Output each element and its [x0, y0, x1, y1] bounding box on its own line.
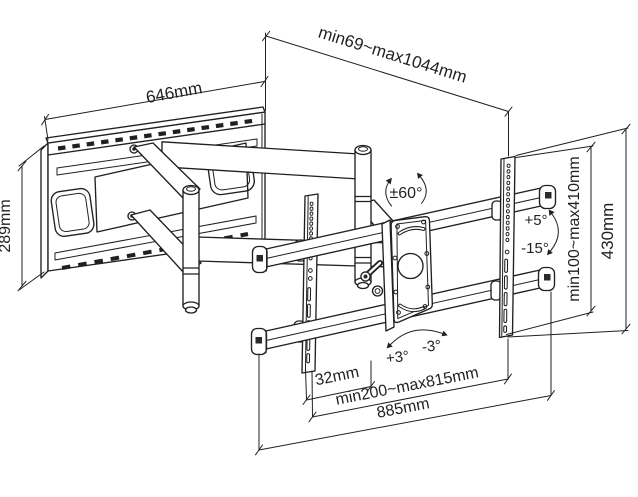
- dim-vertical-adjust: min100~max410mm: [506, 141, 596, 335]
- dim-arm-extension: min69~max1044mm: [262, 23, 513, 157]
- vesa-plate: [381, 215, 434, 332]
- dim-plate-height: 289mm: [0, 145, 45, 292]
- tension-knob: [371, 285, 384, 297]
- annotation-level-ccw-label: -3°: [421, 337, 442, 356]
- dim-plate-width-label: 646mm: [144, 78, 203, 107]
- plate-cutout-left: [50, 187, 95, 237]
- annotation-level-cw-label: +3°: [385, 348, 410, 367]
- dim-rail-length: 430mm: [507, 123, 631, 338]
- annotation-tilt-down-label: -15°: [521, 240, 549, 257]
- pivot-post-right: [354, 144, 372, 290]
- lower-arm-brace-upper: [133, 142, 201, 199]
- tv-rail-right: [490, 155, 516, 339]
- dim-arm-extension-label: min69~max1044mm: [316, 23, 469, 87]
- dim-plate-height-label: 289mm: [0, 199, 14, 252]
- dim-vertical-adjust-label: min100~max410mm: [566, 156, 583, 301]
- annotation-swivel: ±60°: [385, 172, 427, 207]
- dim-hole-spacing-label: 32mm: [314, 364, 361, 390]
- annotation-tilt-up-label: +5°: [524, 212, 547, 229]
- annotation-tilt: +5° -15°: [521, 209, 559, 257]
- dim-rail-length-label: 430mm: [598, 203, 617, 260]
- annotation-swivel-label: ±60°: [390, 185, 423, 202]
- pivot-post-left: [182, 184, 200, 314]
- tv-rail-left: [293, 193, 319, 374]
- annotation-level: +3° -3°: [385, 329, 448, 367]
- vesa-center-hole: [397, 252, 424, 280]
- tension-lever: [360, 260, 384, 297]
